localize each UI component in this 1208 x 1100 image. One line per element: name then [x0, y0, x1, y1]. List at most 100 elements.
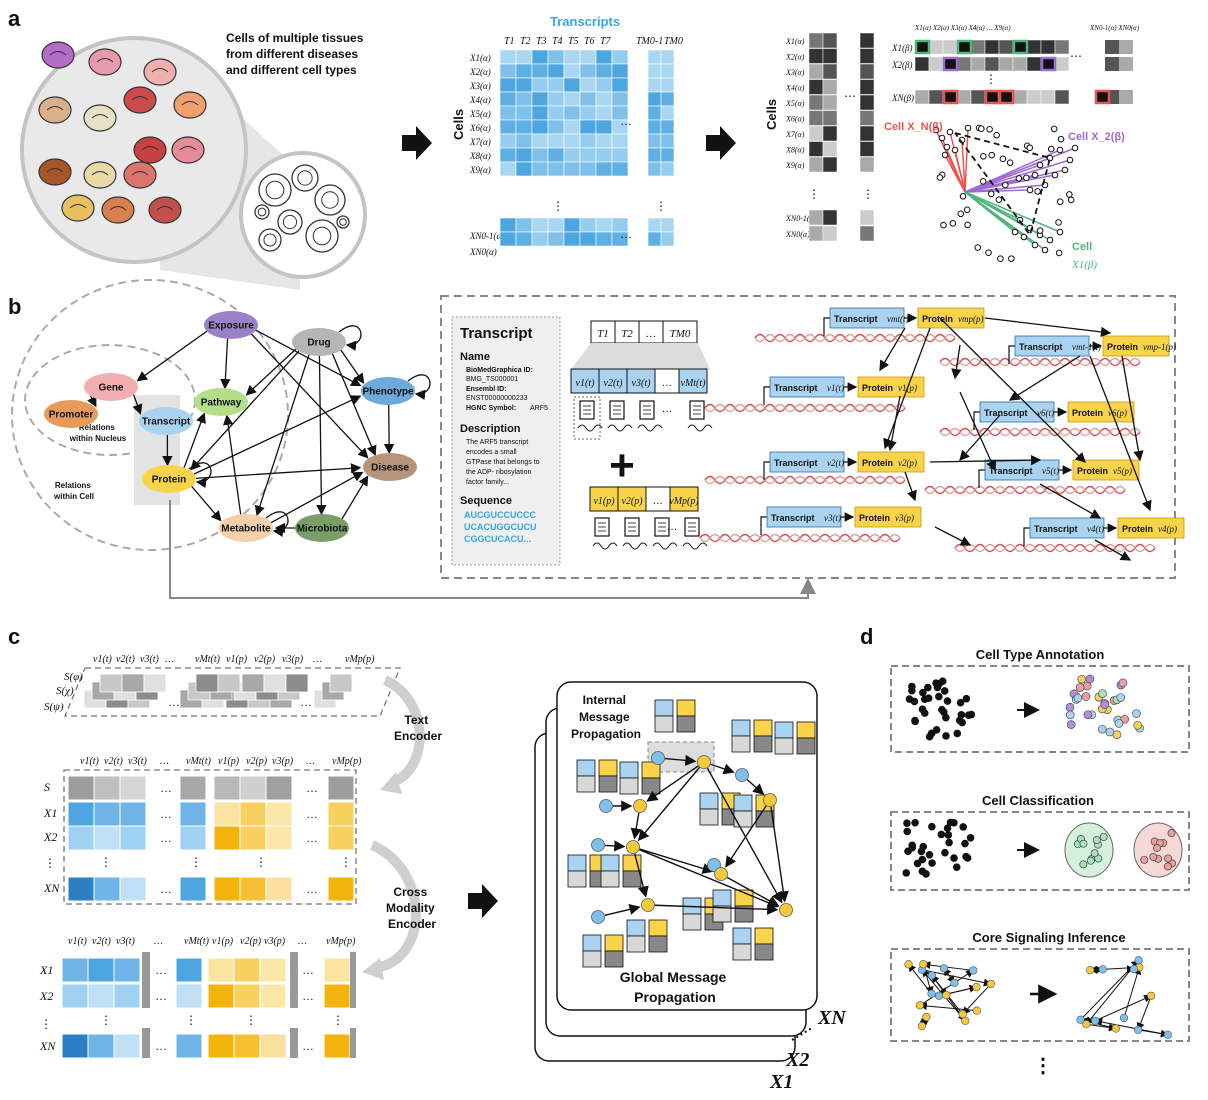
- svg-text:BMG_TS000001: BMG_TS000001: [466, 376, 518, 383]
- svg-text:Transcript: Transcript: [989, 466, 1033, 476]
- beta-cell: [1119, 57, 1133, 71]
- cell-dot: [918, 705, 927, 714]
- cell-2-label: Cell X_2(β): [1068, 131, 1125, 143]
- bot-header: vMp(p): [326, 936, 356, 947]
- transcript-token: [731, 719, 751, 737]
- bot-cell: [87, 957, 115, 983]
- mid-header: v1(p): [218, 756, 240, 767]
- cell-icon: [314, 184, 346, 216]
- bin-cell: [822, 125, 838, 142]
- expr-cell: [499, 133, 517, 149]
- expr-cell: [611, 133, 629, 149]
- transcript-token: [699, 792, 719, 810]
- interaction-arrow: [883, 327, 931, 450]
- cell-1-label: Cell: [1072, 241, 1092, 253]
- bin-cell: [808, 110, 824, 126]
- mid-header: v3(p): [272, 756, 294, 767]
- cell-dot: [941, 848, 949, 857]
- embedding-point: [951, 146, 959, 154]
- bot-cell: [207, 957, 235, 983]
- interaction-arrow: [1121, 355, 1144, 462]
- graph-edge: [634, 853, 649, 898]
- cell-dot: [918, 855, 927, 864]
- expr-cell: [579, 217, 597, 233]
- embedding-point: [987, 190, 995, 198]
- mid-cell: [327, 825, 355, 851]
- expr-cell: [579, 91, 597, 107]
- col-header: TM0-1: [636, 36, 663, 47]
- mid-cell: [213, 775, 241, 801]
- cell-embedding-scatter: [932, 124, 1079, 263]
- embedding-point: [993, 131, 1000, 139]
- mid-header: …: [160, 756, 169, 767]
- svg-text:vmp-1(p): vmp-1(p): [1143, 342, 1176, 352]
- kg-edge: [269, 471, 364, 524]
- dna-icon: [592, 542, 618, 550]
- expr-cell: [595, 119, 613, 135]
- expr-cell: [579, 49, 597, 65]
- expr-cell: [579, 77, 597, 93]
- svg-text:Transcript: Transcript: [774, 458, 818, 468]
- svg-text:Protein: Protein: [862, 383, 893, 393]
- organ-icon: [123, 86, 157, 114]
- expr-cell: [547, 91, 565, 107]
- cell-dot: [911, 818, 919, 827]
- bot-cell: [175, 1033, 203, 1059]
- beta-cell: [1026, 56, 1042, 72]
- expr-cell: [595, 161, 613, 177]
- expr-cell: [660, 147, 675, 163]
- beta-cell: [956, 56, 972, 72]
- embedding-point: [932, 126, 940, 134]
- graph-node: [697, 755, 711, 769]
- interaction-arrow: [934, 526, 972, 546]
- graph-node: [599, 799, 613, 813]
- annotated-cell: [1081, 692, 1091, 701]
- ellipsis: ⋮: [255, 855, 267, 869]
- task-title-signaling: Core Signaling Inference: [972, 930, 1125, 945]
- interaction-arrow: [1089, 355, 1152, 512]
- expr-cell: [660, 77, 675, 93]
- beta-matrix: X1(β)X2(β)XN(β)X1(α) X2(α) X3(α) X4(α) ……: [891, 24, 1140, 105]
- expr-cell: [547, 63, 565, 79]
- row-header: X5(α): [469, 109, 491, 119]
- embedding-point: [1036, 161, 1044, 169]
- cell-dot: [925, 732, 934, 741]
- transcript-card: [451, 316, 561, 566]
- bot-cell: [233, 957, 261, 983]
- arrow-c: [468, 884, 498, 918]
- cell-dot: [959, 823, 967, 831]
- beta-cell: [1012, 89, 1028, 105]
- kg-edge: [220, 336, 231, 390]
- connector-line: [169, 500, 816, 599]
- transcript-token: [626, 919, 646, 937]
- bin-cell: [808, 48, 824, 64]
- ellipsis: …: [306, 807, 318, 821]
- annotated-cell: [1133, 720, 1142, 730]
- svg-text:Ensembl ID:: Ensembl ID:: [466, 386, 506, 393]
- beta-cell: [956, 89, 972, 105]
- bin-cell: [859, 48, 875, 64]
- interaction-arrow: [904, 471, 917, 502]
- vp-token: [645, 486, 671, 512]
- expr-cell: [531, 231, 549, 247]
- expr-cell: [595, 231, 613, 247]
- ellipsis: …: [155, 989, 167, 1003]
- graph-node: [779, 903, 793, 917]
- expr-cell: [563, 231, 581, 247]
- organ-icon: [173, 91, 207, 119]
- expr-cell: [563, 77, 581, 93]
- kg-node-promoter: Promoter: [44, 400, 98, 428]
- expr-cell: [531, 49, 549, 65]
- graph-edge: [710, 763, 735, 775]
- bin-cell: [859, 94, 875, 111]
- dna-icon: [687, 424, 713, 432]
- kg-edge: [194, 463, 362, 479]
- bot-cell: [175, 957, 203, 983]
- row-header: X9(α): [785, 161, 805, 170]
- signal-node: [919, 960, 928, 969]
- expr-cell: [647, 217, 662, 233]
- bin-cell: [859, 225, 875, 242]
- row-header: X4(α): [469, 95, 491, 105]
- mid-cell: [239, 801, 267, 827]
